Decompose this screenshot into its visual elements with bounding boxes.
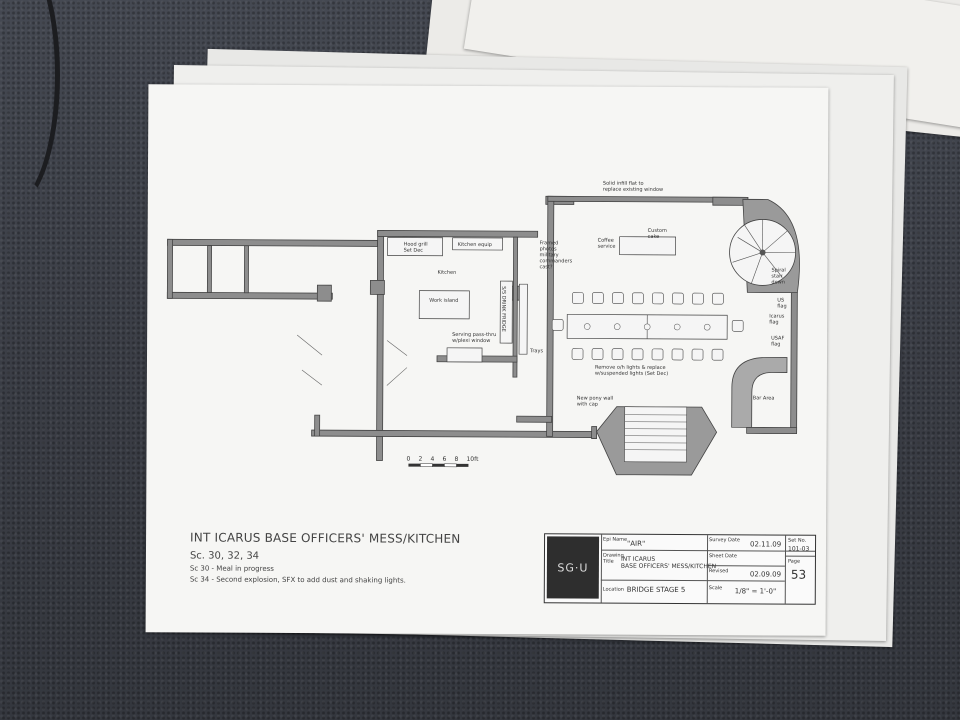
set-no-label: Set No.	[788, 537, 807, 544]
callout-drink-fridge: S/S DRINK FRIDGE	[500, 286, 506, 332]
scale-label: 10ft	[466, 456, 479, 463]
revised-value: 02.09.09	[749, 570, 782, 579]
scale-label: 2	[418, 456, 422, 463]
plan-walls	[166, 195, 798, 461]
bar-counter	[731, 357, 788, 428]
callout-trays: Trays	[529, 348, 543, 354]
callout-bar-area: Bar Area	[753, 395, 775, 401]
drawing-caption: INT ICARUS BASE OFFICERS' MESS/KITCHEN S…	[190, 530, 461, 584]
black-cable	[0, 0, 60, 210]
location-label: Location	[602, 586, 624, 593]
callout-kitchen: Kitchen	[437, 270, 456, 276]
scale-label: 0	[406, 456, 410, 463]
caption-title: INT ICARUS BASE OFFICERS' MESS/KITCHEN	[190, 530, 461, 546]
epi-value: "AIR"	[627, 539, 646, 548]
callout-kitchen-equip: Kitchen equip	[458, 242, 492, 248]
sheet-date-label: Sheet Date	[708, 553, 737, 560]
title-block: SG·U Epi Name "AIR" Drawing Title INT IC…	[543, 533, 817, 605]
location-value: BRIDGE STAGE 5	[626, 585, 686, 595]
survey-label: Survey Date	[709, 537, 741, 544]
caption-note-1: Sc 30 - Meal in progress	[189, 564, 274, 573]
caption-scenes: Sc. 30, 32, 34	[189, 550, 260, 562]
spiral-stair	[729, 198, 800, 294]
kitchen-fixtures	[387, 236, 676, 363]
scale-label: 8	[454, 456, 458, 463]
callout-work-island: Work island	[429, 298, 458, 304]
revised-label: Revised	[708, 568, 729, 575]
caption-note-2: Sc 34 - Second explosion, SFX to add dus…	[189, 575, 406, 585]
page-value: 53	[790, 567, 807, 582]
scale-field-label: Scale	[708, 585, 723, 592]
scale-bar: 0 2 4 6 8 10ft	[406, 456, 479, 468]
set-no-value: 101-03	[787, 545, 810, 553]
epi-label: Epi Name	[603, 536, 628, 543]
drawing-title-value: INT ICARUS BASE OFFICERS' MESS/KITCHEN	[620, 555, 717, 571]
scale-label: 6	[442, 456, 446, 463]
dining-tables	[551, 292, 744, 361]
sgu-logo: SG·U	[546, 536, 600, 599]
page-label: Page	[787, 558, 801, 565]
scale-field-value: 1/8" = 1'-0"	[734, 587, 777, 596]
scale-label: 4	[430, 456, 434, 463]
survey-value: 02.11.09	[750, 540, 782, 549]
stair-bay	[596, 406, 718, 476]
door-swings	[296, 334, 408, 386]
